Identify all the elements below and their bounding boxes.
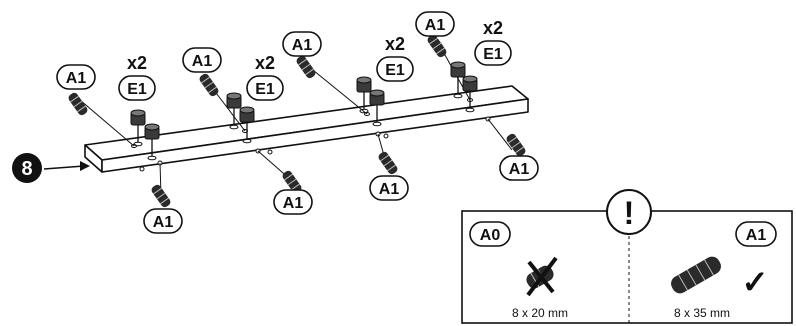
svg-text:A1: A1 bbox=[509, 161, 530, 178]
a1-label: A1 bbox=[143, 208, 183, 234]
svg-text:x2: x2 bbox=[385, 34, 405, 54]
svg-text:x2: x2 bbox=[483, 18, 503, 38]
a1-label: A1 bbox=[282, 31, 322, 57]
svg-text:x2: x2 bbox=[255, 53, 275, 73]
short-dowel-crossed-icon bbox=[526, 256, 558, 297]
x2-e1-label: x2 E1 bbox=[246, 53, 284, 101]
step-number-badge: 8 bbox=[12, 153, 42, 183]
svg-text:E1: E1 bbox=[127, 81, 147, 98]
wrong-part-size: 8 x 20 mm bbox=[512, 306, 568, 320]
shelf-board bbox=[84, 85, 529, 173]
svg-text:8: 8 bbox=[21, 158, 32, 180]
a1-label: A1 bbox=[415, 11, 455, 37]
svg-text:A1: A1 bbox=[746, 227, 767, 244]
x2-e1-label: x2 E1 bbox=[474, 18, 512, 66]
svg-text:!: ! bbox=[624, 195, 635, 231]
svg-text:A1: A1 bbox=[153, 214, 174, 231]
x2-e1-label: x2 E1 bbox=[118, 53, 156, 101]
svg-text:A1: A1 bbox=[283, 195, 304, 212]
a1-label: A1 bbox=[369, 175, 409, 201]
svg-text:A0: A0 bbox=[480, 227, 501, 244]
svg-text:A1: A1 bbox=[192, 53, 213, 70]
svg-text:A1: A1 bbox=[292, 37, 313, 54]
x2-e1-label: x2 E1 bbox=[376, 34, 414, 82]
svg-text:A1: A1 bbox=[425, 17, 446, 34]
svg-text:E1: E1 bbox=[255, 81, 275, 98]
a1-label: A1 bbox=[56, 64, 96, 90]
svg-text:E1: E1 bbox=[483, 46, 503, 63]
a1-label: A1 bbox=[273, 189, 313, 215]
svg-text:A1: A1 bbox=[66, 70, 87, 87]
a1-label: A1 bbox=[182, 47, 222, 73]
a1-label: A1 bbox=[499, 155, 539, 181]
warning-exclamation-icon: ! bbox=[606, 189, 652, 235]
svg-text:E1: E1 bbox=[385, 62, 405, 79]
wrong-part-label: A0 bbox=[469, 221, 511, 247]
right-part-size: 8 x 35 mm bbox=[674, 306, 730, 320]
svg-text:x2: x2 bbox=[127, 53, 147, 73]
step-arrow bbox=[43, 161, 90, 171]
right-part-label: A1 bbox=[735, 221, 777, 247]
long-dowel-icon bbox=[671, 256, 721, 294]
svg-text:A1: A1 bbox=[379, 181, 400, 198]
checkmark-icon: ✓ bbox=[742, 264, 769, 300]
